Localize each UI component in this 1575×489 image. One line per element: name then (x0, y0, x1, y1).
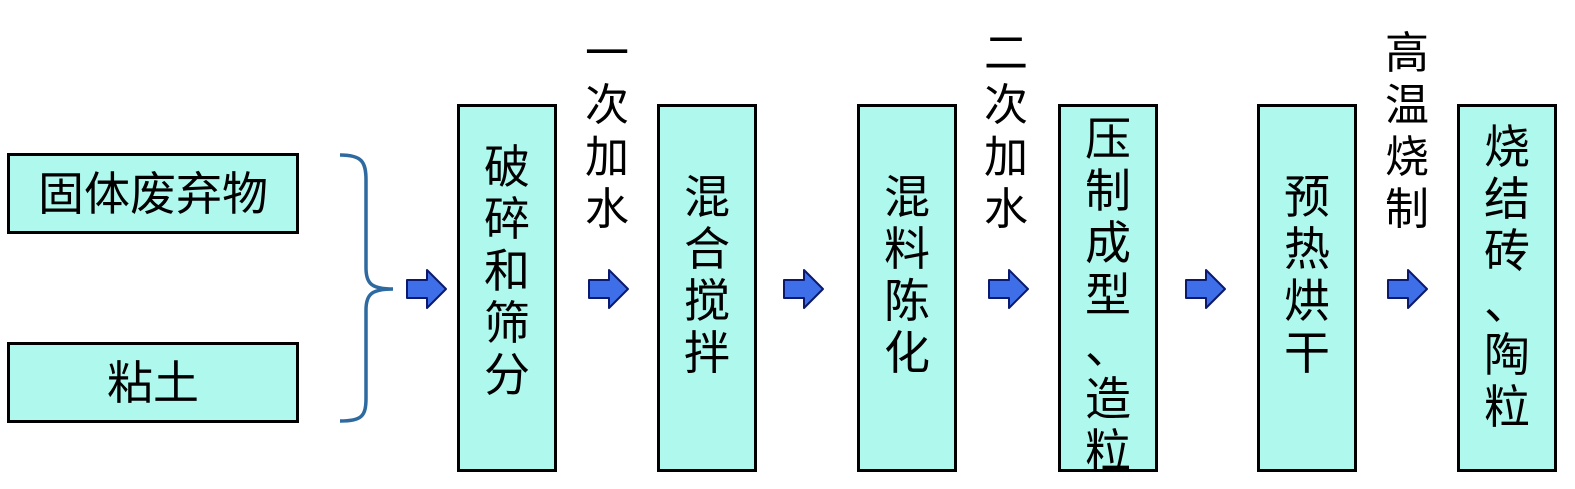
step-label-crushing: 破碎和筛分 (484, 140, 530, 402)
annotation-first-water: 一次加水 (585, 28, 629, 235)
step-box-crushing: 破碎和筛分 (457, 104, 557, 472)
step-label-aging: 混料陈化 (884, 170, 930, 380)
right-arrow-icon (783, 269, 824, 309)
input-box-solid-waste: 固体废弃物 (7, 153, 299, 234)
step-label-pressing: 压制成型、造粒 (1085, 112, 1131, 472)
step-box-aging: 混料陈化 (857, 104, 957, 472)
annotation-high-temp-firing: 高温烧制 (1385, 28, 1429, 235)
input-label-solid-waste: 固体废弃物 (38, 166, 268, 221)
right-arrow-icon (406, 269, 447, 309)
right-arrow-icon (1185, 269, 1226, 309)
right-arrow-icon (1387, 269, 1428, 309)
right-arrow-icon (988, 269, 1029, 309)
step-label-drying: 预热烘干 (1284, 170, 1330, 380)
input-label-clay: 粘土 (107, 355, 199, 410)
right-arrow-icon (588, 269, 629, 309)
step-box-pressing: 压制成型、造粒 (1058, 104, 1158, 472)
step-box-mixing: 混合搅拌 (657, 104, 757, 472)
step-box-product: 烧结砖、陶粒 (1457, 104, 1557, 472)
step-label-product: 烧结砖、陶粒 (1484, 120, 1530, 434)
step-box-drying: 预热烘干 (1257, 104, 1357, 472)
annotation-second-water: 二次加水 (984, 28, 1028, 235)
input-box-clay: 粘土 (7, 342, 299, 423)
step-label-mixing: 混合搅拌 (684, 170, 730, 380)
right-curly-brace-icon (339, 153, 394, 423)
